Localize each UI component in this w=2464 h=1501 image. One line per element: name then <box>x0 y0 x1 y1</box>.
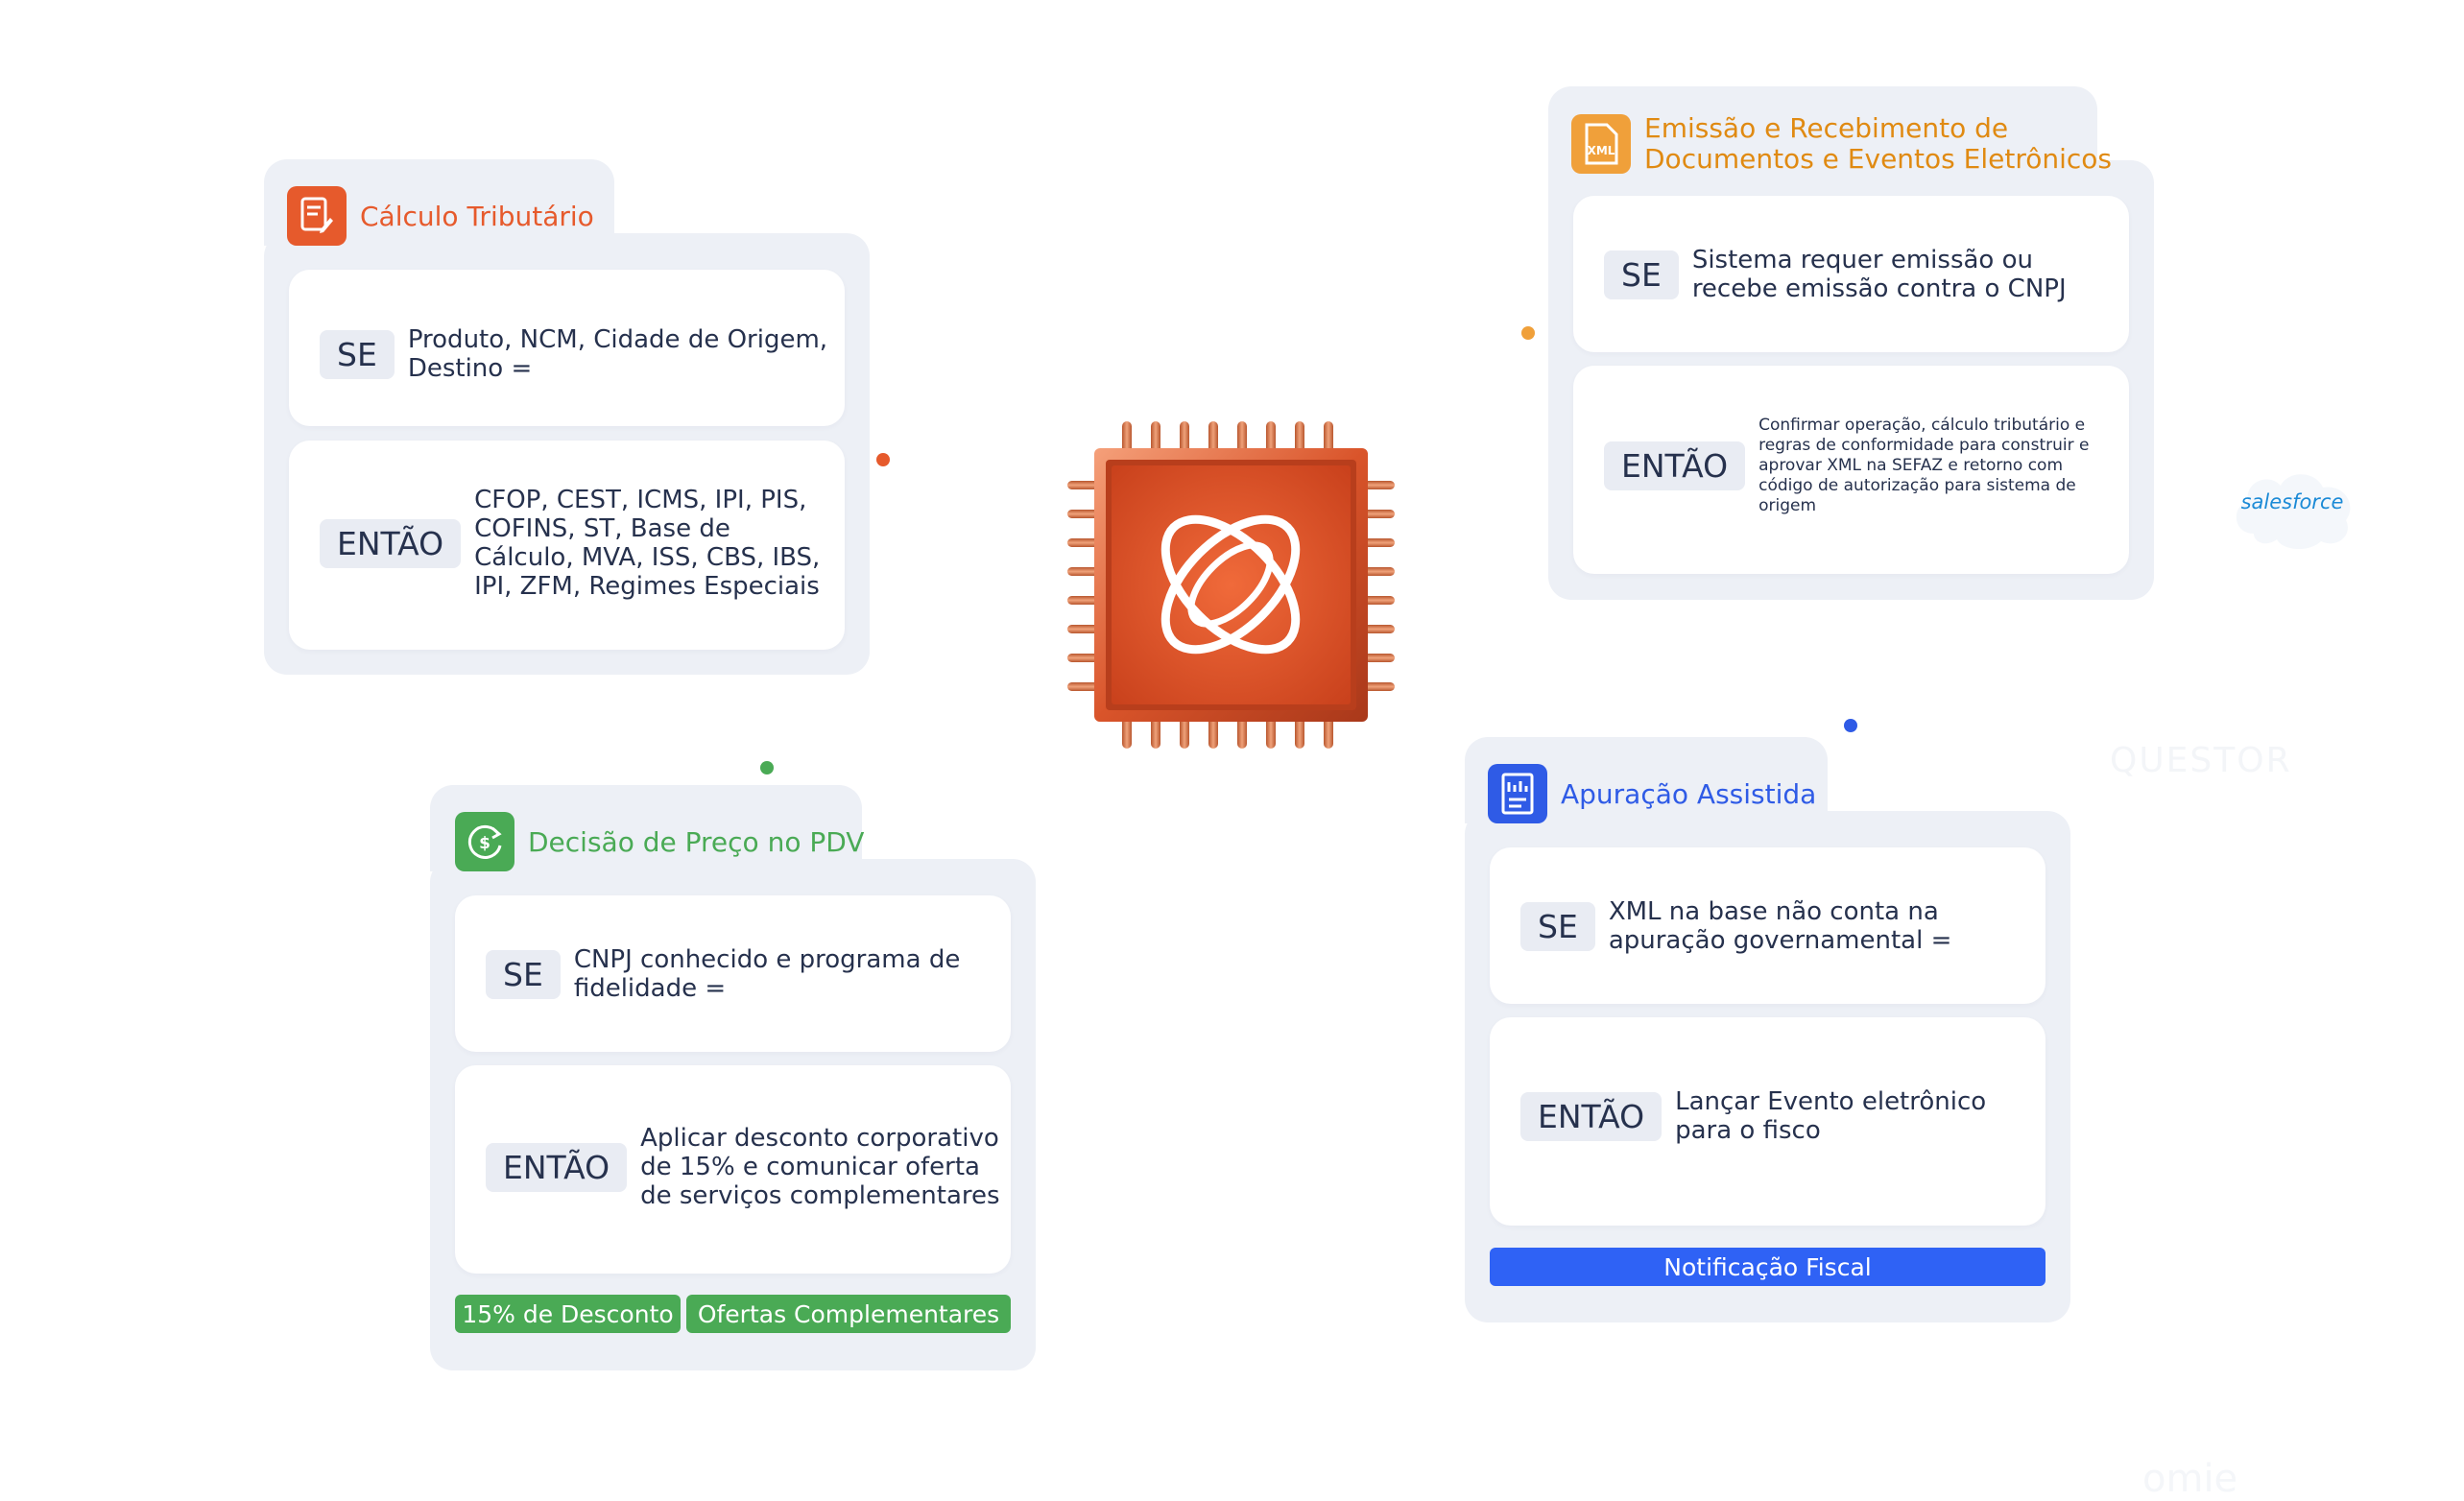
calculo-entao-text: CFOP, CEST, ICMS, IPI, PIS, COFINS, ST, … <box>474 486 821 601</box>
xml-file-icon: XML <box>1571 114 1631 174</box>
calculo-title: Cálculo Tributário <box>360 200 594 232</box>
salesforce-wordmark: salesforce <box>2240 490 2344 513</box>
pdv-title: Decisão de Preço no PDV <box>528 825 865 858</box>
emissao-se-row: SE Sistema requer emissão ou recebe emis… <box>1604 246 2113 303</box>
emissao-entao-row: ENTÃO Confirmar operação, cálculo tribut… <box>1604 416 2122 516</box>
entao-label: ENTÃO <box>1520 1091 1663 1141</box>
emissao-entao-text: Confirmar operação, cálculo tributário e… <box>1758 416 2090 515</box>
apuracao-se-row: SE XML na base não conta na apuração gov… <box>1520 897 2029 955</box>
apuracao-header: Apuração Assistida <box>1488 764 1816 823</box>
pdv-se-row: SE CNPJ conhecido e programa de fidelida… <box>486 945 994 1003</box>
se-label: SE <box>1520 901 1595 951</box>
calculo-entao-row: ENTÃO CFOP, CEST, ICMS, IPI, PIS, COFINS… <box>320 486 828 601</box>
emissao-title-line1: Emissão e Recebimento de <box>1644 112 2009 144</box>
chip-graphic <box>1067 421 1395 749</box>
calculo-se-text: Produto, NCM, Cidade de Origem, Destino … <box>407 325 828 383</box>
svg-text:XML: XML <box>1588 144 1615 157</box>
se-label: SE <box>1604 250 1679 299</box>
questor-logo: QUESTOR <box>2110 741 2292 780</box>
apuracao-entao-text: Lançar Evento eletrônico para o fisco <box>1675 1087 1987 1145</box>
pdv-entao-row: ENTÃO Aplicar desconto corporativo de 15… <box>486 1124 1004 1210</box>
discount-tag: 15% de Desconto <box>455 1295 681 1333</box>
apuracao-se-text: XML na base não conta na apuração govern… <box>1608 897 1952 955</box>
apuracao-entao-row: ENTÃO Lançar Evento eletrônico para o fi… <box>1520 1087 2029 1145</box>
calculo-connector-dot <box>876 453 890 466</box>
apuracao-connector-dot <box>1844 719 1857 732</box>
emissao-title-line2: Documentos e Eventos Eletrônicos <box>1644 143 2112 175</box>
chip-logo-icon <box>1160 514 1301 655</box>
entao-label: ENTÃO <box>1604 441 1746 490</box>
se-label: SE <box>320 329 395 379</box>
emissao-se-text: Sistema requer emissão ou recebe emissão… <box>1691 246 2067 303</box>
report-document-icon <box>1488 764 1547 823</box>
pdv-entao-text: Aplicar desconto corporativo de 15% e co… <box>640 1124 1000 1210</box>
pdv-se-text: CNPJ conhecido e programa de fidelidade … <box>573 945 961 1003</box>
salesforce-logo: salesforce <box>2225 459 2359 553</box>
processor-chip <box>1065 419 1397 750</box>
emissao-header: XML Emissão e Recebimento de Documentos … <box>1571 113 2112 175</box>
calculo-header: Cálculo Tributário <box>287 186 594 246</box>
price-refresh-icon: $ <box>455 812 514 871</box>
svg-text:$: $ <box>479 834 490 853</box>
fiscal-notification-bar: Notificação Fiscal <box>1490 1248 2045 1286</box>
pdv-header: $ Decisão de Preço no PDV <box>455 812 864 871</box>
apuracao-title: Apuração Assistida <box>1561 777 1817 810</box>
entao-label: ENTÃO <box>486 1142 628 1192</box>
entao-label: ENTÃO <box>320 518 462 568</box>
se-label: SE <box>486 949 561 999</box>
calculo-se-row: SE Produto, NCM, Cidade de Origem, Desti… <box>320 325 828 383</box>
omie-logo: omie <box>2142 1457 2238 1501</box>
offers-tag: Ofertas Complementares <box>686 1295 1011 1333</box>
pdv-connector-dot <box>760 761 774 774</box>
document-edit-icon <box>287 186 347 246</box>
emissao-connector-dot <box>1521 326 1535 340</box>
